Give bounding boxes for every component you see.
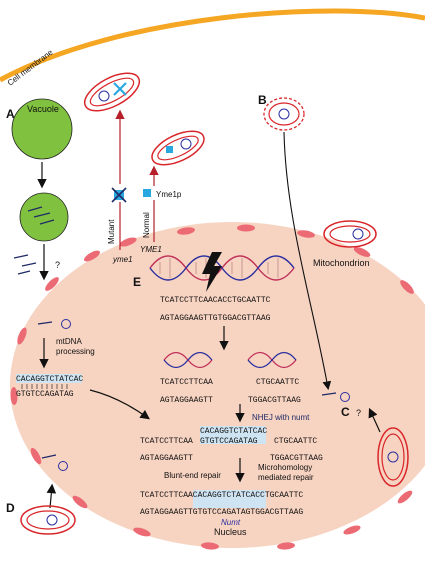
question-right: ? (356, 408, 361, 418)
insert-bottom: GTGTCCAGATAG (200, 437, 258, 446)
yme1-normal-label: YME1 (140, 245, 162, 254)
mtdna-fragments-vacuole (27, 206, 55, 225)
mmej-label-2: mediated repair (258, 473, 314, 482)
cell-membrane-label: Cell membrane (6, 47, 55, 87)
mt-fragment-highlight (16, 374, 82, 383)
mitochondrion-c (377, 427, 409, 487)
mitochondrion-normal (151, 130, 205, 166)
mutant-label: Mutant (107, 219, 116, 244)
fragment-to-nhej-arrow (89, 389, 150, 420)
dna-double-helix (149, 255, 295, 281)
left-end-top-2: TCATCCTTCAA (140, 437, 193, 446)
nucleus-label: Nucleus (214, 527, 247, 537)
released-mtdna-fragments (13, 254, 37, 275)
blunt-end-label: Blunt-end repair (164, 471, 221, 480)
insert-highlight (200, 426, 266, 444)
nhej-label: NHEJ with numt (252, 413, 310, 422)
left-end-top: TCATCCTTCAA (160, 378, 213, 387)
genomic-bottom: AGTAGGAAGTTGTGGACGTTAAG (160, 314, 271, 323)
panel-a-label: A (6, 107, 15, 121)
mt-fragment-bottom: GTGTCCAGATAG (16, 390, 74, 399)
mt-fragment-top: CACAGGTCTATCAC (16, 375, 83, 384)
right-end-top-2: CTGCAATTC (274, 437, 317, 446)
right-end-bottom: TGGACGTTAAG (248, 396, 301, 405)
dna-right-broken (247, 351, 297, 369)
panel-b-label: B (258, 93, 267, 107)
panel-e-label: E (133, 275, 141, 289)
panel-d-label: D (6, 501, 15, 515)
defective-yme1p (111, 187, 127, 203)
mitochondrion-damaged (83, 72, 141, 112)
mitochondrion-label: Mitochondrion (313, 258, 370, 268)
mtdna-nucleus-right (321, 392, 350, 402)
mtdna-processing-line1: mtDNA (56, 337, 82, 346)
normal-label: Normal (142, 212, 151, 238)
vacuole (11, 98, 73, 160)
nucleus (10, 222, 425, 548)
numt-label: Numt (221, 518, 241, 527)
right-end-top: CTGCAATTC (256, 378, 299, 387)
panel-b-arrow (283, 131, 332, 391)
yme1p-label: Yme1p (156, 190, 182, 199)
mitochondrion-reference (323, 220, 377, 248)
mtdna-processing-line2: processing (56, 347, 95, 356)
panel-c-label: C (341, 405, 350, 419)
vacuole-with-mtdna (19, 192, 69, 242)
lightning-bolt-icon (202, 252, 222, 292)
mtdna-circle-nucleus (37, 319, 71, 329)
question-left: ? (55, 260, 60, 270)
final-top: TCATCCTTCAACACAGGTCTATCACCTGCAATTC (140, 491, 303, 500)
right-end-bottom-2: TGGACGTTAAG (270, 454, 323, 463)
mt-fragment-bonds (21, 384, 68, 389)
insert-top: CACAGGTCTATCAC (200, 427, 267, 436)
cell-membrane (0, 8, 425, 83)
final-highlight (193, 490, 266, 508)
dna-left-broken (163, 351, 213, 369)
mtdna-nucleus-d (41, 454, 68, 471)
yme1p-protein (143, 189, 151, 197)
yme1-mutant-label: yme1 (112, 255, 133, 264)
dna-helix-rungs (159, 258, 279, 278)
panel-c-arrow (368, 407, 381, 433)
nuclear-pores (10, 224, 414, 550)
left-end-bottom-2: AGTAGGAAGTT (140, 454, 193, 463)
mmej-label-1: Microhomology (258, 463, 312, 472)
left-end-bottom: AGTAGGAAGTT (160, 396, 213, 405)
genomic-top: TCATCCTTCAACACCTGCAATTC (160, 296, 271, 305)
final-bottom: AGTAGGAAGTTGTGTCCAGATAGTGGACGTTAAG (140, 508, 303, 517)
mitochondrion-d (20, 505, 76, 535)
vacuole-label: Vacuole (27, 104, 59, 114)
panel-d-arrow (46, 483, 57, 509)
mitochondrion-b (263, 97, 305, 131)
